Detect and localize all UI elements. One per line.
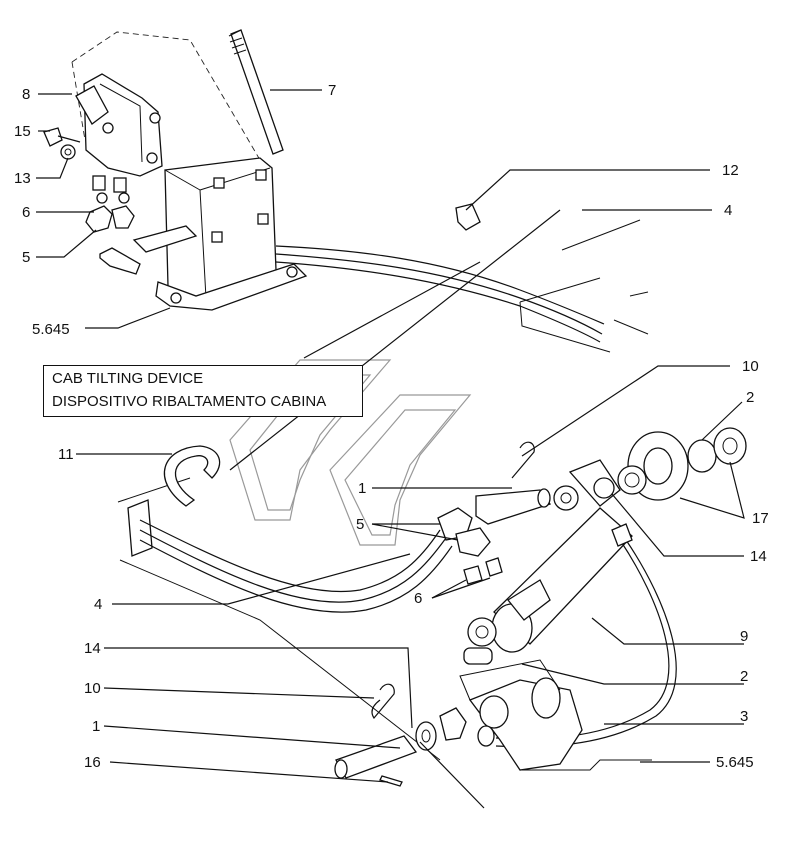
callout-7: 7: [328, 82, 336, 99]
diagram-title-box: CAB TILTING DEVICE DISPOSITIVO RIBALTAME…: [43, 365, 363, 417]
title-english: CAB TILTING DEVICE: [52, 370, 204, 387]
callout-5-645: 5.645: [716, 754, 754, 771]
cylinder-assembly: [117, 427, 747, 787]
callout-5: 5: [356, 516, 364, 533]
callout-6: 6: [414, 590, 422, 607]
callout-14: 14: [750, 548, 767, 565]
callout-15: 15: [14, 123, 31, 140]
callout-3: 3: [740, 708, 748, 725]
callout-10: 10: [742, 358, 759, 375]
callout-14: 14: [84, 640, 101, 657]
callout-2: 2: [746, 389, 754, 406]
callout-17: 17: [752, 510, 769, 527]
callout-11: 11: [58, 446, 74, 463]
leader-lines: [36, 89, 745, 809]
callout-13: 13: [14, 170, 31, 187]
callout-4: 4: [94, 596, 102, 613]
title-italian: DISPOSITIVO RIBALTAMENTO CABINA: [52, 393, 327, 410]
callout-1: 1: [92, 718, 100, 735]
callout-9: 9: [740, 628, 748, 645]
callout-12: 12: [722, 162, 739, 179]
pump-bracket-assembly: [43, 29, 649, 353]
callout-4: 4: [724, 202, 732, 219]
callout-10: 10: [84, 680, 101, 697]
callout-8: 8: [22, 86, 30, 103]
callout-16: 16: [84, 754, 101, 771]
callout-5: 5: [22, 249, 30, 266]
callout-2: 2: [740, 668, 748, 685]
callout-5-645: 5.645: [32, 321, 70, 338]
callout-6: 6: [22, 204, 30, 221]
callout-1: 1: [358, 480, 366, 497]
callout-labels: 8 15 13 6 5 5.645 7 12 4 10 2 11 1 5 17 …: [14, 82, 769, 771]
